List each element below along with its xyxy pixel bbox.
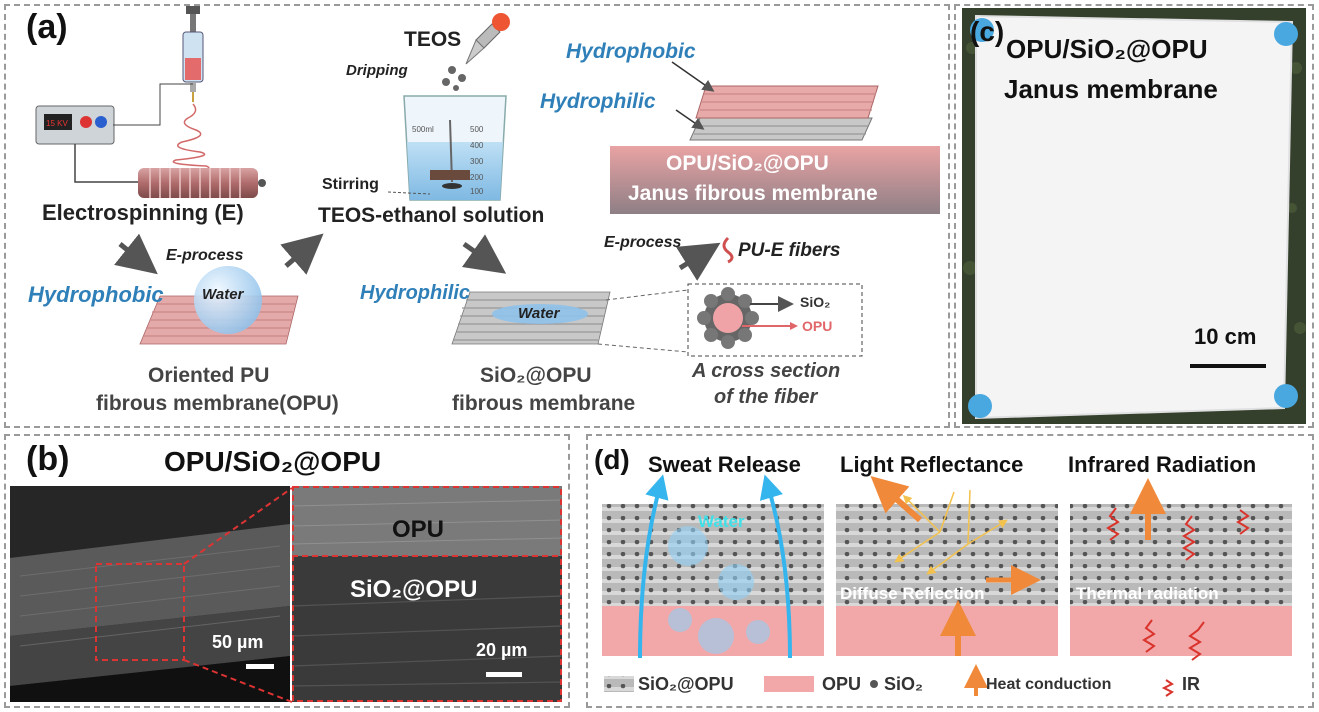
legend-sio2opu-label: SiO₂@OPU — [638, 674, 734, 694]
sio2opu-caption-2: fibrous membrane — [452, 392, 636, 415]
sem-scale-right: 20 µm — [476, 640, 528, 660]
cross-opu-label: OPU — [802, 318, 833, 334]
sem-image-right — [292, 486, 562, 702]
hydrophilic-label-2: Hydrophilic — [540, 90, 656, 113]
e-process-label-2: E-process — [604, 234, 682, 251]
panel-c-title-2: Janus membrane — [1004, 74, 1218, 104]
janus-caption-2: Janus fibrous membrane — [628, 182, 878, 205]
panel-b — [4, 434, 570, 708]
sem-opu-label: OPU — [392, 516, 445, 543]
panel-c — [954, 4, 1314, 428]
e-process-label-1: E-process — [166, 247, 244, 264]
pu-e-fibers-label: PU-E fibers — [738, 240, 841, 261]
panel-d — [586, 434, 1314, 708]
sem-scale-left: 50 µm — [212, 632, 264, 652]
panel-b-label: (b) — [26, 440, 70, 478]
cross-caption-1: A cross section — [692, 360, 841, 382]
legend-opu-label: OPU — [822, 674, 862, 694]
opu-caption-1: Oriented PU — [148, 364, 270, 387]
sem-image-left — [10, 486, 290, 702]
water-label-1: Water — [202, 286, 244, 303]
panel-b-title: OPU/SiO₂@OPU — [164, 446, 382, 477]
panel-c-title-1: OPU/SiO₂@OPU — [1006, 34, 1208, 64]
electrospinning-label: Electrospinning (E) — [42, 200, 244, 225]
hydrophobic-label-2: Hydrophobic — [566, 40, 696, 63]
water-label-d: Water — [698, 512, 745, 531]
membrane-photo — [962, 8, 1306, 424]
janus-caption-1: OPU/SiO₂@OPU — [666, 152, 829, 175]
cross-caption-2: of the fiber — [714, 386, 818, 408]
light-reflectance-title: Light Reflectance — [840, 452, 1024, 477]
legend-sio2-label: SiO₂ — [884, 674, 924, 694]
sweat-release-title: Sweat Release — [648, 452, 801, 477]
sio2opu-caption-1: SiO₂@OPU — [480, 364, 592, 387]
panel-c-scale: 10 cm — [1194, 324, 1257, 349]
water-label-2: Water — [518, 305, 560, 322]
stirring-label: Stirring — [322, 176, 379, 193]
panel-a-label: (a) — [26, 8, 68, 46]
teos-label: TEOS — [404, 28, 462, 51]
sem-sio2opu-label: SiO₂@OPU — [350, 576, 478, 603]
hydrophobic-label-1: Hydrophobic — [28, 282, 164, 307]
dripping-label: Dripping — [346, 62, 408, 79]
cross-sio2-label: SiO₂ — [800, 294, 831, 310]
panel-c-label: (c) — [970, 16, 1005, 47]
diffuse-label: Diffuse Reflection — [840, 584, 985, 603]
solution-label: TEOS-ethanol solution — [318, 204, 545, 227]
legend-ir-label: IR — [1182, 674, 1200, 694]
hydrophilic-label-1: Hydrophilic — [360, 282, 471, 304]
infrared-radiation-title: Infrared Radiation — [1068, 452, 1257, 477]
legend-heat-label: Heat conduction — [986, 676, 1112, 693]
panel-d-label: (d) — [594, 444, 630, 475]
thermal-label: Thermal radiation — [1076, 584, 1219, 603]
panel-a — [4, 4, 950, 428]
opu-caption-2: fibrous membrane(OPU) — [96, 392, 339, 415]
